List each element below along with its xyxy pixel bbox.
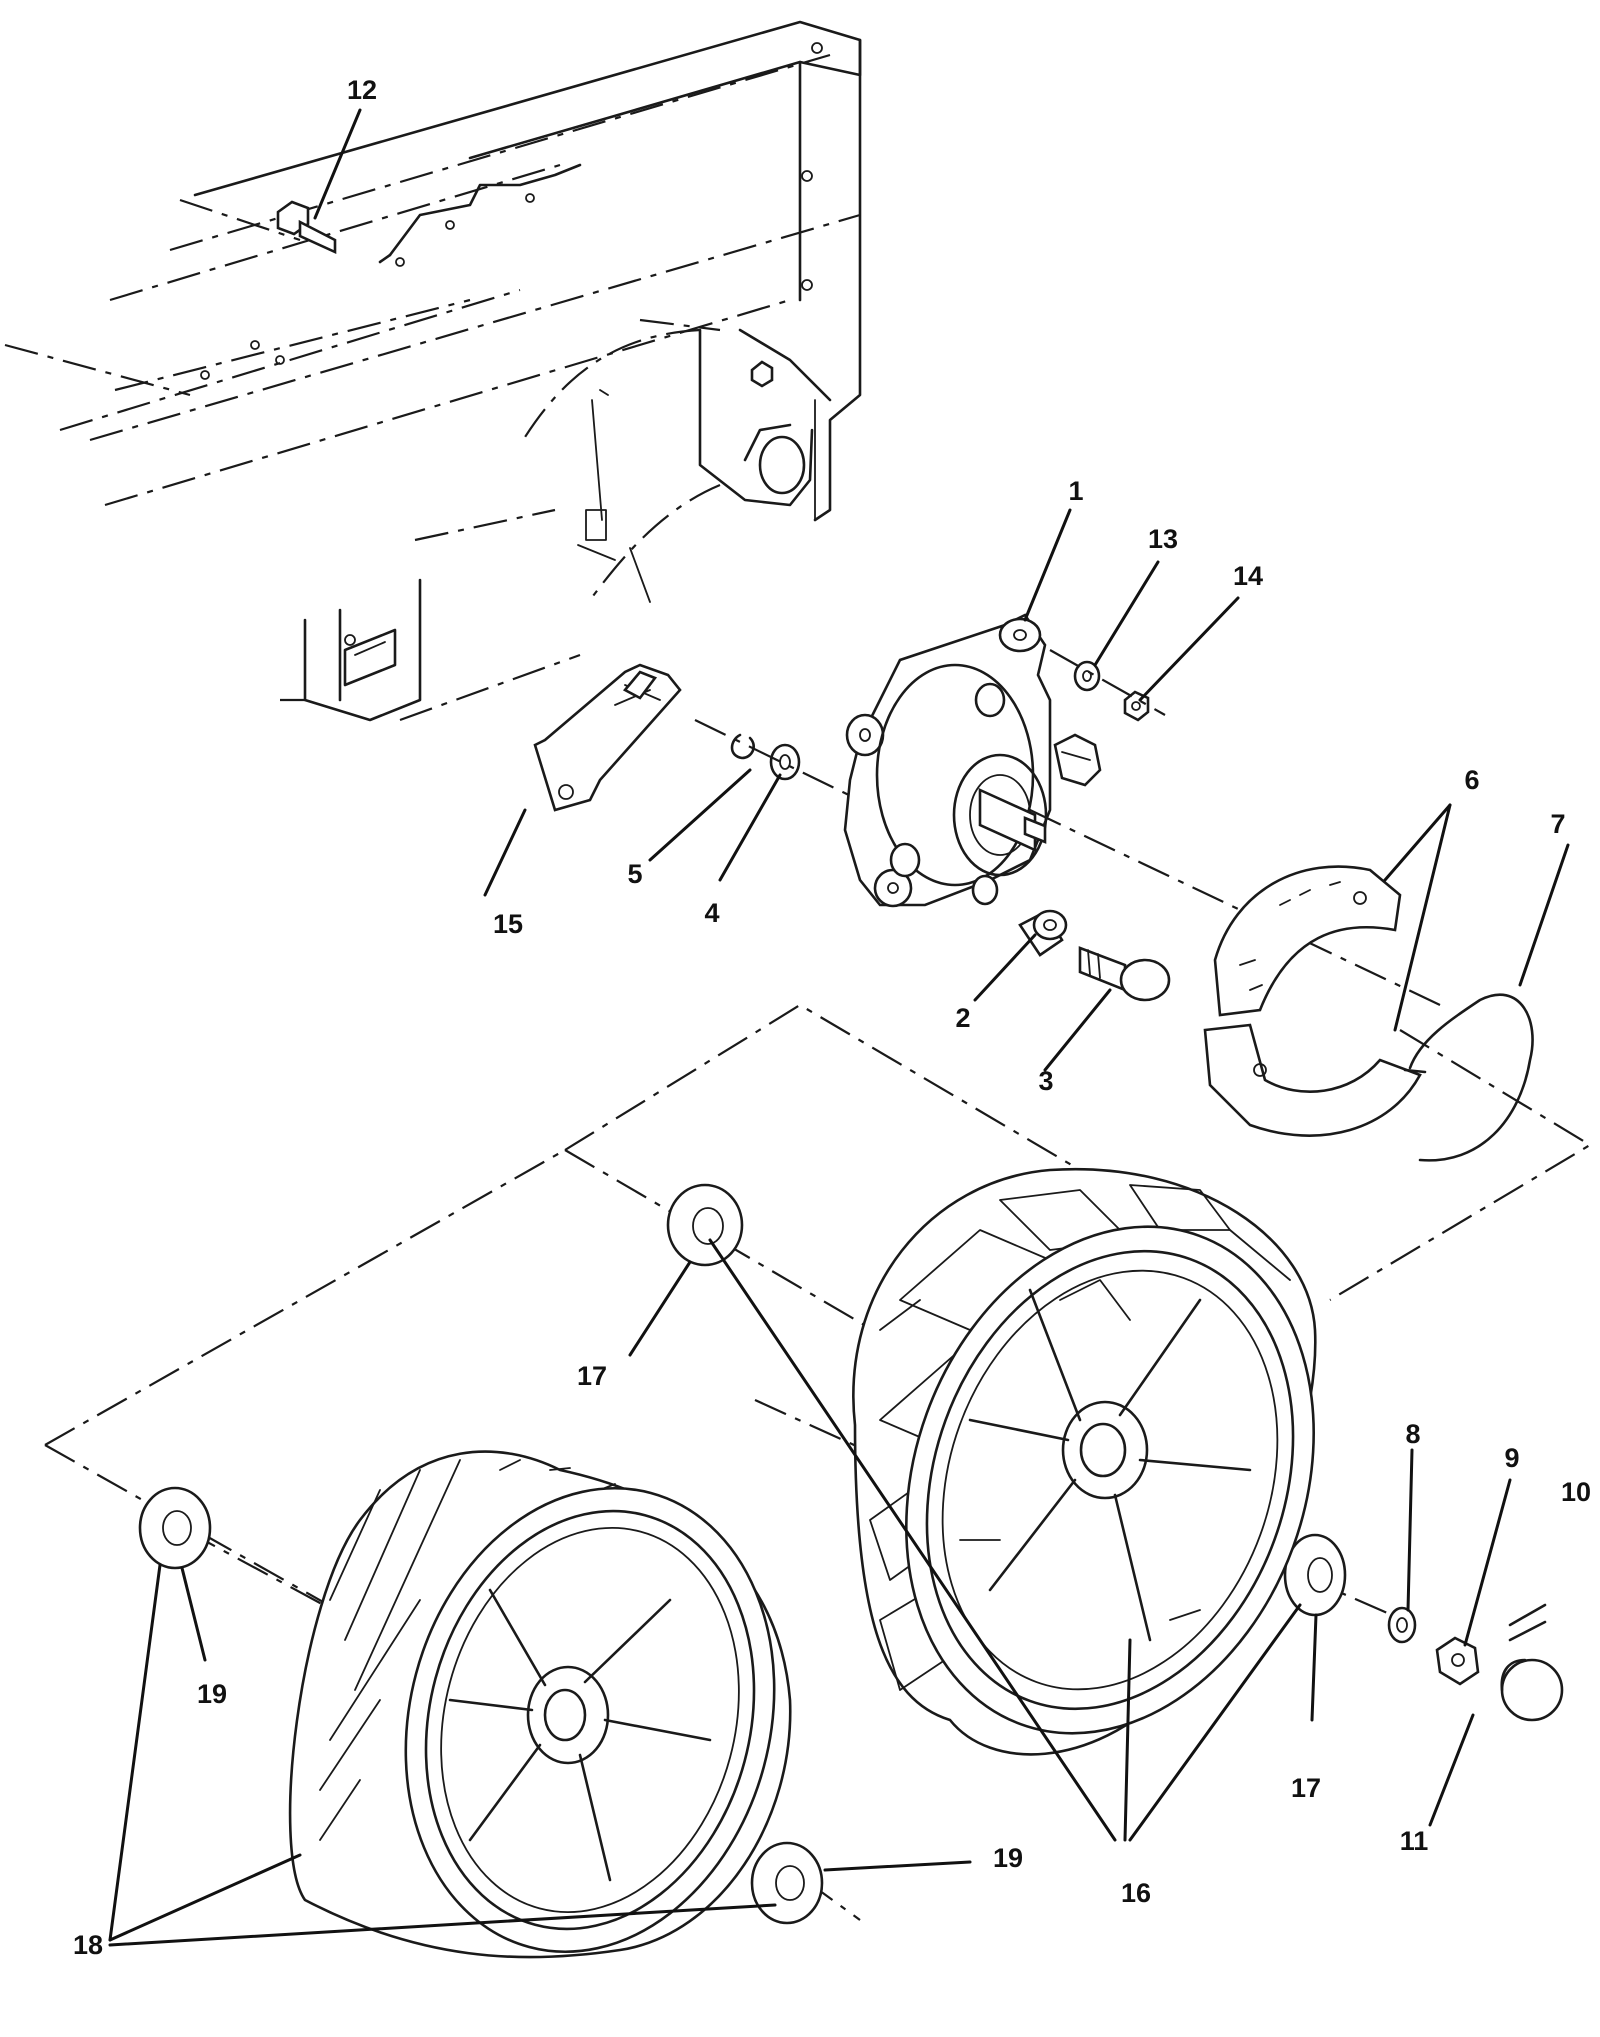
bearing-part-17-upper bbox=[666, 1183, 744, 1267]
callout-7: 7 bbox=[1550, 809, 1565, 839]
frame-assembly bbox=[4, 20, 862, 722]
brake-shoes-part-6 bbox=[1203, 865, 1422, 1137]
callout-4: 4 bbox=[704, 898, 719, 928]
shoulder-bolt-part-3 bbox=[1078, 946, 1171, 1002]
callout-17-upper: 17 bbox=[577, 1361, 607, 1391]
callout-5: 5 bbox=[627, 859, 642, 889]
callout-19-lower: 19 bbox=[993, 1843, 1023, 1873]
callout-12: 12 bbox=[347, 75, 377, 105]
castle-nut-part-9 bbox=[1435, 1636, 1480, 1686]
washer-part-8 bbox=[1387, 1606, 1417, 1644]
callout-1: 1 bbox=[1068, 476, 1083, 506]
callout-13: 13 bbox=[1148, 524, 1178, 554]
callout-14: 14 bbox=[1233, 561, 1263, 591]
wheel-part-18 bbox=[288, 1450, 792, 1959]
callout-18: 18 bbox=[73, 1930, 103, 1960]
bolt-part-12 bbox=[179, 198, 337, 255]
callout-11: 11 bbox=[1400, 1826, 1429, 1856]
callout-labels: 12 1 13 14 6 7 5 4 15 2 3 17 8 9 10 19 1… bbox=[73, 75, 1591, 1960]
callout-8: 8 bbox=[1405, 1419, 1420, 1449]
callout-2: 2 bbox=[955, 1003, 970, 1033]
clip-part-5 bbox=[730, 733, 755, 760]
callout-17-lower: 17 bbox=[1291, 1773, 1321, 1803]
bearing-part-19-lower bbox=[750, 1841, 824, 1925]
washer-part-13 bbox=[1073, 660, 1101, 692]
callout-6: 6 bbox=[1464, 765, 1479, 795]
callout-16: 16 bbox=[1121, 1878, 1151, 1908]
wheel-part-16 bbox=[852, 1167, 1317, 1756]
leader-lines bbox=[108, 108, 1570, 1947]
spring-part-7 bbox=[1403, 993, 1534, 1162]
cotter-pin-part-10 bbox=[1508, 1603, 1547, 1642]
callout-10: 10 bbox=[1561, 1477, 1591, 1507]
washer-part-4 bbox=[769, 743, 801, 781]
bushing-part-2 bbox=[1018, 909, 1068, 957]
bearing-part-19-upper bbox=[138, 1486, 212, 1570]
axle-hub-part-1 bbox=[843, 613, 1102, 908]
callout-3: 3 bbox=[1038, 1066, 1053, 1096]
hub-cap-part-11 bbox=[1500, 1658, 1564, 1722]
callout-9: 9 bbox=[1504, 1443, 1519, 1473]
brake-lever-part-15 bbox=[533, 663, 682, 812]
callout-15: 15 bbox=[493, 909, 523, 939]
callout-19-upper: 19 bbox=[197, 1679, 227, 1709]
